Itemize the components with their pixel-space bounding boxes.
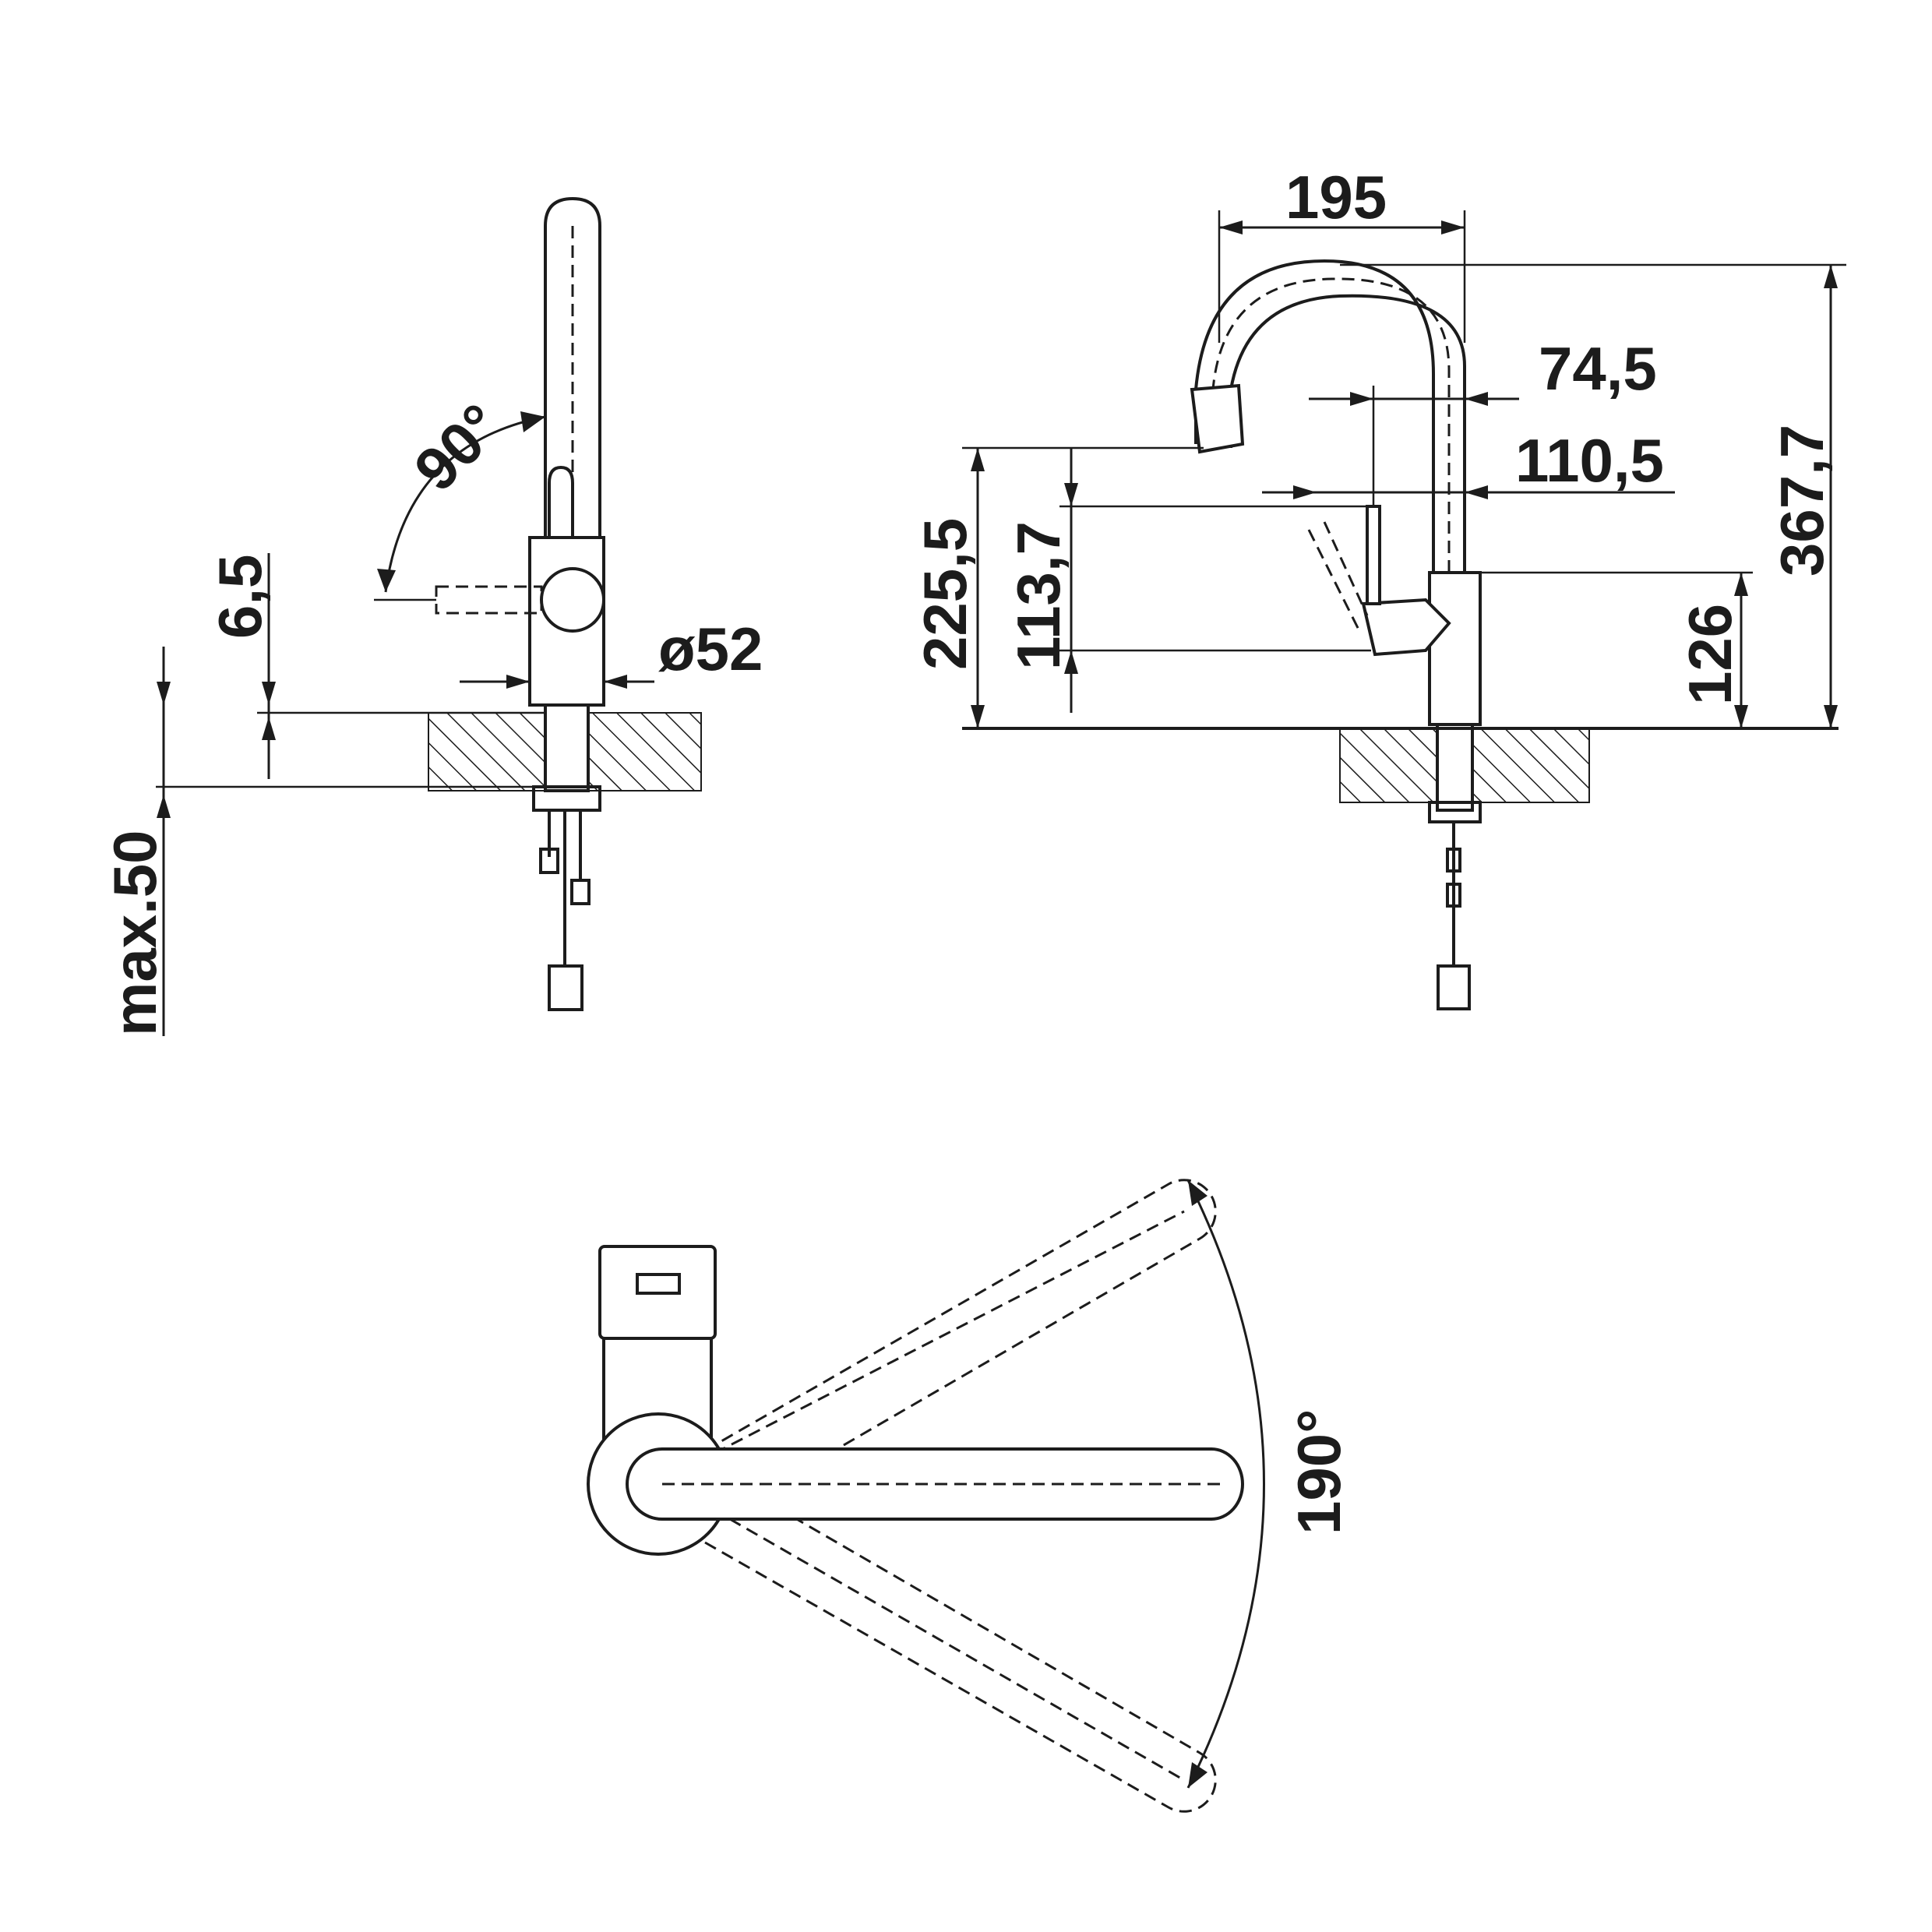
side-dim-110-arrow-left bbox=[1293, 485, 1317, 499]
side-dim-195-arrow-right bbox=[1441, 220, 1465, 234]
front-hose-fitting-3 bbox=[548, 964, 583, 1011]
front-dim-dia-arrow-right bbox=[604, 675, 627, 689]
front-hose-fitting-1 bbox=[539, 848, 559, 874]
side-counter-left bbox=[1339, 728, 1438, 803]
top-spout-swung-up-center bbox=[661, 1210, 1185, 1482]
front-angle-arc bbox=[384, 415, 546, 593]
front-angle-label: 90° bbox=[401, 390, 515, 504]
side-dim-126-arrow-top bbox=[1734, 573, 1748, 596]
side-lever-swung-1 bbox=[1323, 521, 1369, 616]
front-lever-outline bbox=[548, 465, 574, 538]
front-lever-swung bbox=[435, 585, 543, 615]
side-dim-110-arrow-right bbox=[1465, 485, 1488, 499]
side-spout-outer bbox=[1194, 259, 1435, 573]
side-hose-fitting-2 bbox=[1446, 883, 1461, 908]
front-shank bbox=[544, 703, 590, 792]
side-dim-367-arrow-top bbox=[1824, 265, 1838, 288]
top-swivel-arc bbox=[1186, 1179, 1265, 1789]
side-dim-113-arrow-top bbox=[1064, 483, 1078, 506]
side-dim-225-arrow-top bbox=[971, 448, 985, 471]
front-spout-outline bbox=[544, 196, 601, 538]
front-angle-arrow-top bbox=[520, 411, 545, 432]
top-swivel-arrow-top bbox=[1188, 1180, 1208, 1206]
side-dim-367-arrow-bottom bbox=[1824, 705, 1838, 728]
front-hose-fitting-2 bbox=[570, 879, 591, 905]
side-dim-74-label: 74,5 bbox=[1539, 334, 1657, 403]
top-swivel-label: 190° bbox=[1285, 1409, 1353, 1535]
side-lever-handle bbox=[1366, 505, 1381, 605]
front-dim-6-5-label: 6,5 bbox=[206, 555, 274, 639]
front-dim-max50-arrow-top bbox=[157, 682, 171, 705]
side-spout-centerline bbox=[1211, 277, 1451, 573]
side-shank bbox=[1436, 723, 1474, 812]
side-view: 195 367,7 74,5 110,5 225,5 113,7 bbox=[911, 163, 1846, 1010]
front-angle-arrow-bottom bbox=[377, 569, 396, 592]
side-dim-126-arrow-bottom bbox=[1734, 705, 1748, 728]
front-dim-6-5-arrow bbox=[262, 682, 276, 705]
side-dim-74-arrow-left bbox=[1350, 392, 1373, 406]
side-dim-113-arrow-bottom bbox=[1064, 650, 1078, 674]
side-dim-113-label: 113,7 bbox=[1004, 521, 1073, 670]
top-view: 190° bbox=[587, 1179, 1353, 1813]
side-lever-base bbox=[1361, 598, 1451, 657]
side-dim-195-arrow-left bbox=[1219, 220, 1243, 234]
side-spout-head bbox=[1190, 383, 1245, 454]
side-dim-126-label: 126 bbox=[1676, 604, 1744, 705]
front-dim-max50-arrow-bottom bbox=[157, 795, 171, 818]
front-lever-hub bbox=[540, 567, 605, 633]
front-dim-6-5-arrow-2 bbox=[262, 717, 276, 740]
front-dim-max50-label: max.50 bbox=[100, 830, 169, 1036]
front-nut bbox=[532, 785, 601, 812]
side-dim-225-arrow-bottom bbox=[971, 705, 985, 728]
front-dim-dia-label: ø52 bbox=[658, 615, 763, 683]
side-tap-body bbox=[1428, 571, 1482, 726]
side-dim-367-label: 367,7 bbox=[1768, 425, 1836, 576]
side-dim-110-label: 110,5 bbox=[1515, 426, 1664, 495]
front-dim-dia-arrow-left bbox=[506, 675, 530, 689]
side-dim-195-label: 195 bbox=[1285, 163, 1387, 231]
side-spout-inner bbox=[1229, 294, 1466, 573]
side-dim-225-label: 225,5 bbox=[911, 518, 979, 670]
side-hose-fitting-3 bbox=[1437, 964, 1471, 1010]
top-swivel-arrow-bottom bbox=[1188, 1762, 1208, 1788]
top-lever-slot bbox=[636, 1273, 681, 1295]
front-view: 90° 6,5 max.50 ø52 bbox=[100, 196, 763, 1036]
side-dim-74-arrow-right bbox=[1465, 392, 1488, 406]
front-counter-right bbox=[587, 712, 702, 791]
side-counter-right bbox=[1472, 728, 1590, 803]
front-counter-left bbox=[428, 712, 546, 791]
top-spout-swung-down bbox=[704, 1482, 1217, 1813]
side-hose-fitting-1 bbox=[1446, 848, 1461, 873]
top-spout-swung-up bbox=[704, 1179, 1217, 1509]
top-spout-swung-down-center bbox=[661, 1479, 1185, 1782]
